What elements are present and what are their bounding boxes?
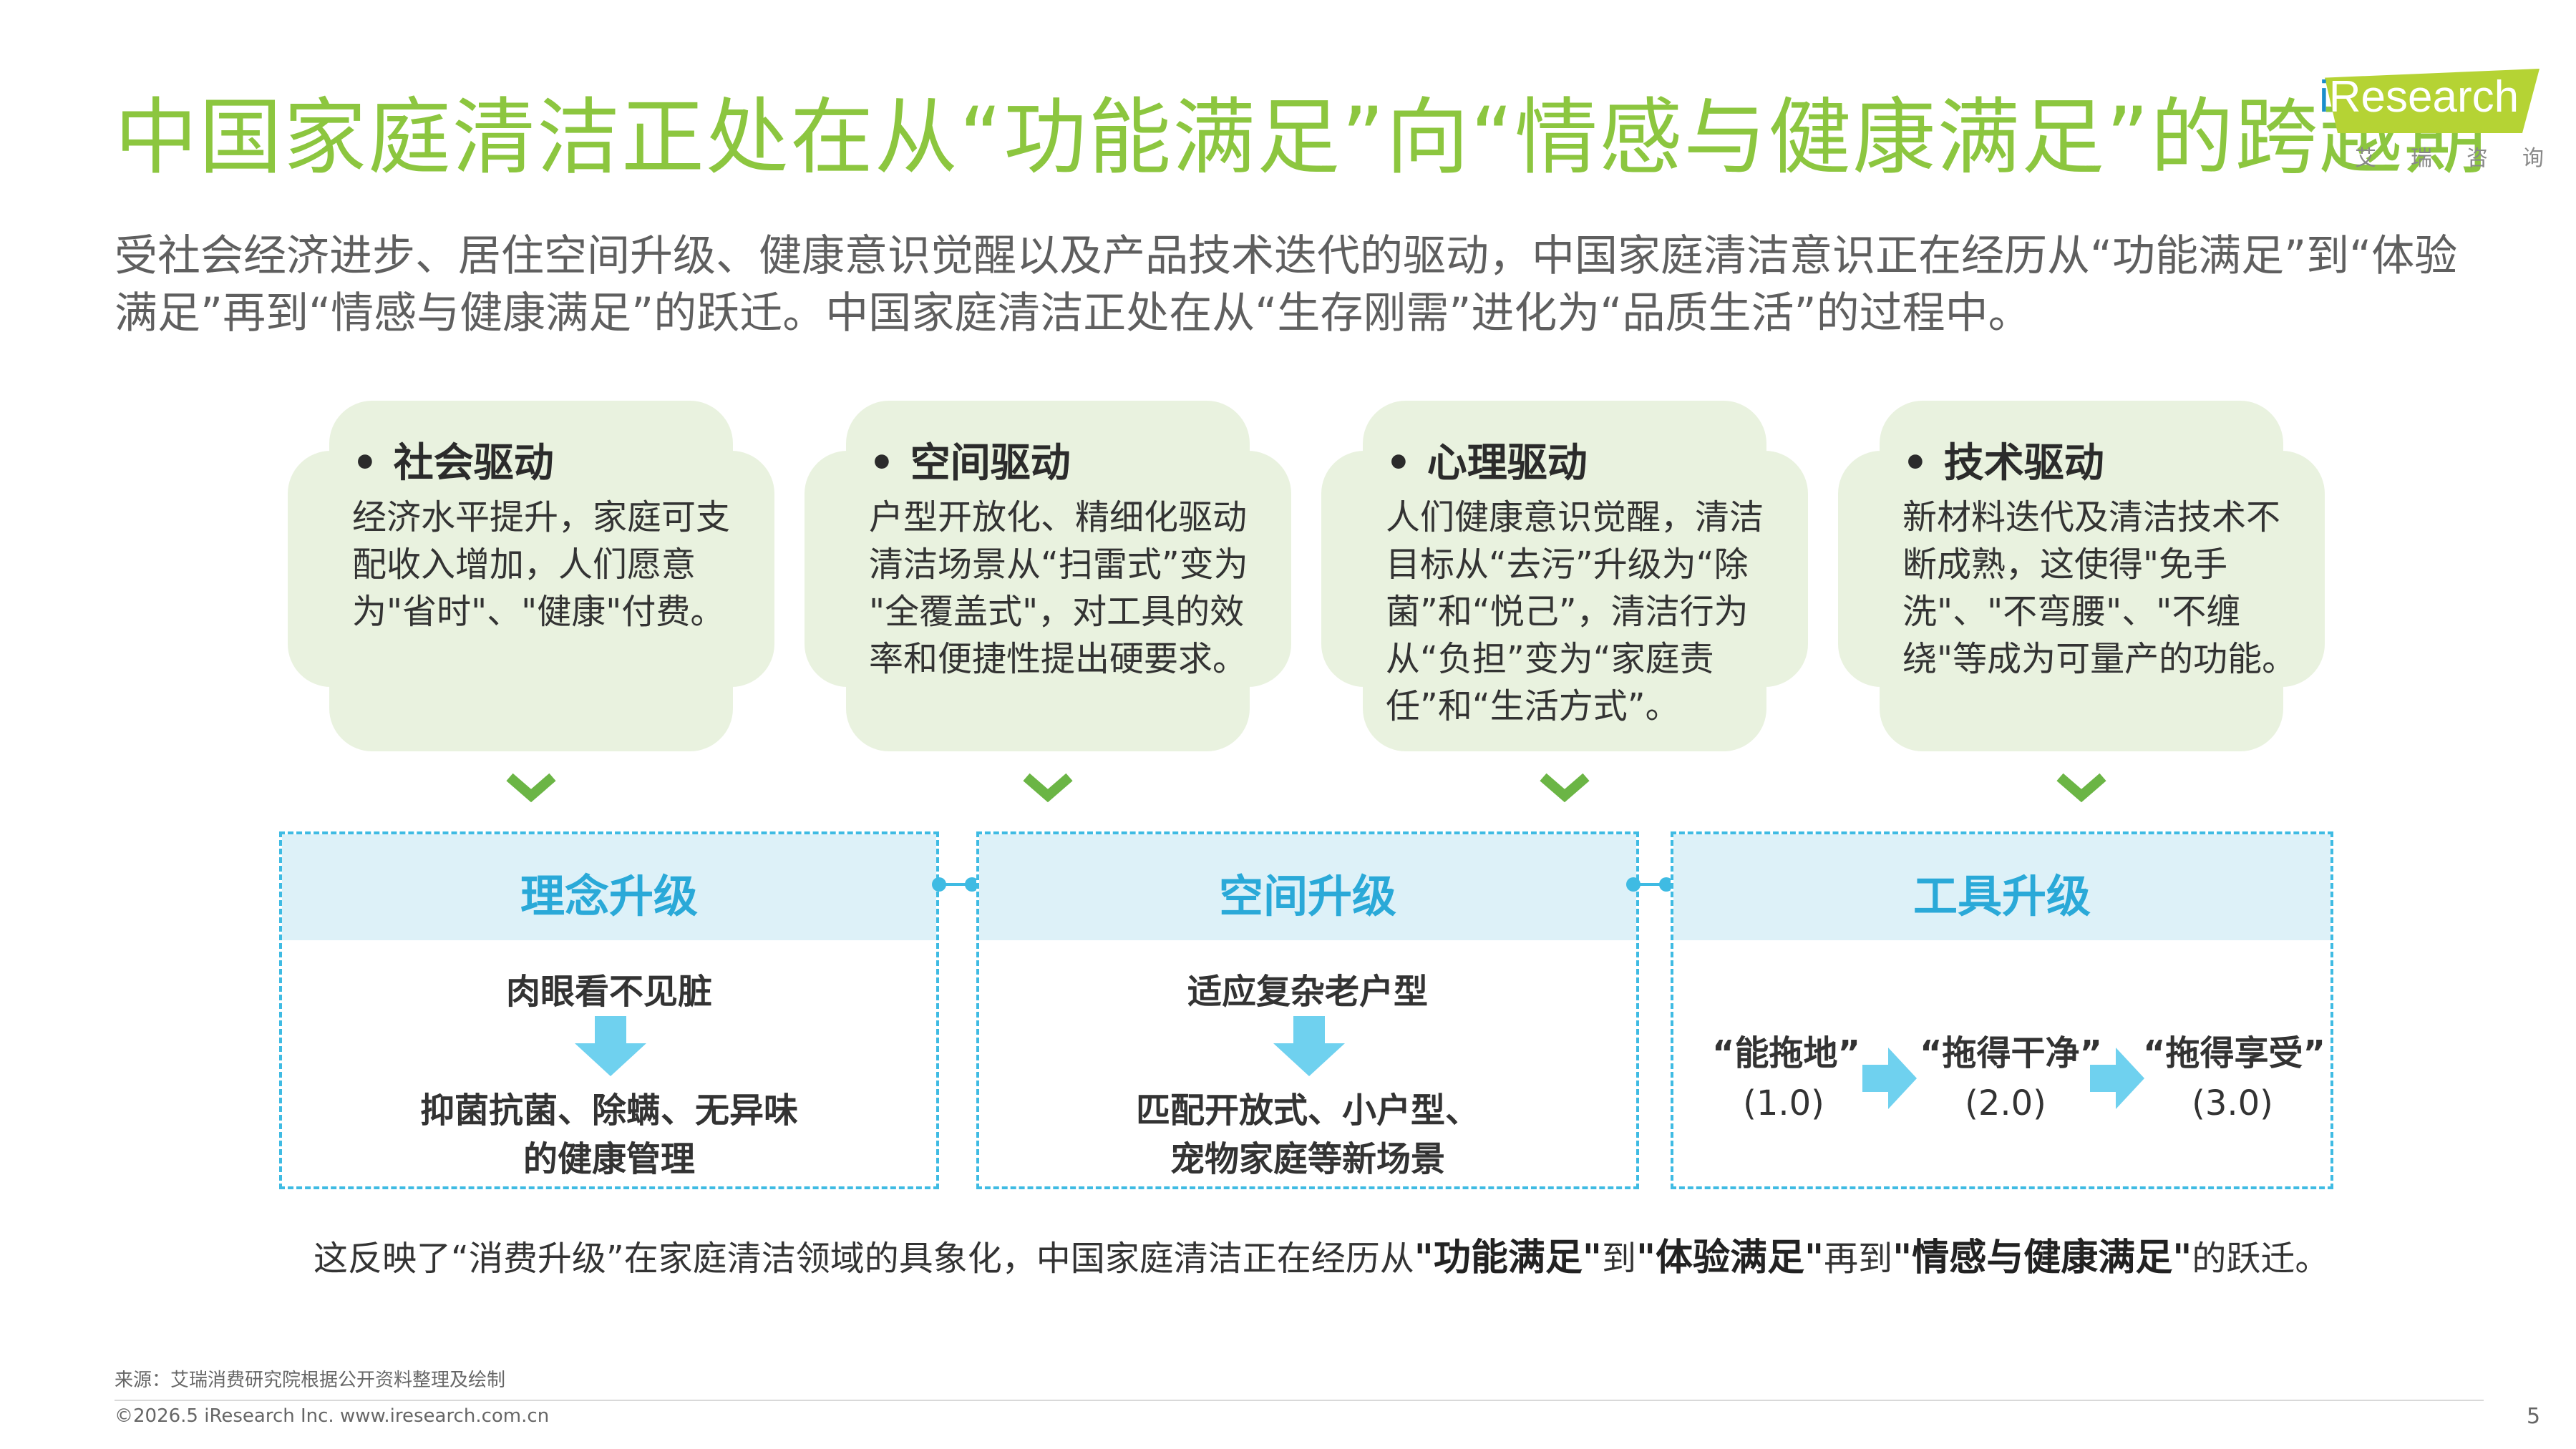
driver-card-technology: • 技术驱动 新材料迭代及清洁技术不断成熟，这使得"免手洗"、"不弯腰"、"不缠绕… <box>1838 401 2325 751</box>
logo-brand-i: i <box>2319 72 2329 122</box>
driver-title-text: 技术驱动 <box>1943 440 2104 487</box>
chevron-down-icon <box>1023 773 1073 803</box>
upgrade-from-text: 肉眼看不见脏 <box>505 972 712 1012</box>
conclusion-text: 这反映了“消费升级”在家庭清洁领域的具象化，中国家庭清洁正在经历从"功能满足"到… <box>314 1235 2461 1282</box>
driver-title-text: 社会驱动 <box>393 440 554 487</box>
footer-divider <box>115 1400 2484 1401</box>
conclusion-highlight: "功能满足" <box>1414 1236 1602 1279</box>
card-shape-bottom <box>1880 644 2283 751</box>
tool-step-label: “拖得干净” <box>1920 1033 2103 1073</box>
bullet-icon: • <box>1902 440 1928 487</box>
tool-step-1: “能拖地” (1.0) <box>1712 1025 1861 1123</box>
conclusion-highlight: "体验满足" <box>1635 1236 1824 1279</box>
upgrade-to-text-line2: 宠物家庭等新场景 <box>1170 1139 1445 1179</box>
tool-step-version: (1.0) <box>1743 1083 1824 1123</box>
driver-card-psychology: • 心理驱动 人们健康意识觉醒，清洁目标从“去污”升级为“除菌”和“悦己”，清洁行… <box>1321 401 1808 751</box>
arrow-down-icon <box>1273 1016 1345 1076</box>
page-title: 中国家庭清洁正处在从“功能满足”向“情感与健康满足”的跨越期 <box>115 89 2489 186</box>
chevron-down-icon <box>1540 773 1590 803</box>
chevron-down-icon <box>506 773 556 803</box>
driver-card-body: 新材料迭代及清洁技术不断成熟，这使得"免手洗"、"不弯腰"、"不缠绕"等成为可量… <box>1902 497 2297 679</box>
tool-step-3: “拖得享受” (3.0) <box>2143 1025 2326 1123</box>
page-number: 5 <box>2527 1404 2541 1429</box>
upgrade-to-text-line1: 匹配开放式、小户型、 <box>1135 1091 1479 1131</box>
tool-step-2: “拖得干净” (2.0) <box>1920 1025 2103 1123</box>
upgrade-box-header <box>1673 834 2330 940</box>
source-note: 来源：艾瑞消费研究院根据公开资料整理及绘制 <box>115 1370 506 1391</box>
tool-step-version: (3.0) <box>2192 1083 2273 1123</box>
arrow-right-icon <box>1862 1048 1917 1109</box>
upgrade-box-title: 理念升级 <box>520 870 698 922</box>
logo-brand: iResearch <box>2319 72 2519 122</box>
driver-card-title: • 心理驱动 <box>1386 431 1588 489</box>
tool-step-version: (2.0) <box>1965 1083 2046 1123</box>
page-subtitle: 受社会经济进步、居住空间升级、健康意识觉醒以及产品技术迭代的驱动，中国家庭清洁意… <box>115 231 2458 338</box>
conclusion-highlight: "情感与健康满足" <box>1892 1236 2192 1279</box>
bullet-icon: • <box>352 440 378 487</box>
driver-card-body: 户型开放化、精细化驱动清洁场景从“扫雷式”变为 "全覆盖式"，对工具的效率和便捷… <box>869 497 1248 679</box>
arrow-down-icon <box>575 1016 646 1076</box>
copyright-text: ©2026.5 iResearch Inc. www.iresearch.com… <box>115 1405 550 1427</box>
upgrade-to-text-line1: 抑菌抗菌、除螨、无异味 <box>419 1091 798 1131</box>
upgrade-box-header <box>282 834 936 940</box>
upgrade-box-space: 空间升级 适应复杂老户型 匹配开放式、小户型、 宠物家庭等新场景 <box>976 831 1639 1189</box>
driver-card-title: • 空间驱动 <box>869 431 1071 489</box>
chevron-down-icon <box>2056 773 2106 803</box>
upgrade-box-title: 工具升级 <box>1912 870 2091 922</box>
logo-flag-shape <box>2325 69 2539 133</box>
conclusion-part: 的跃迁。 <box>2192 1239 2330 1279</box>
driver-card-space: • 空间驱动 户型开放化、精细化驱动清洁场景从“扫雷式”变为 "全覆盖式"，对工具… <box>805 401 1291 751</box>
connector-dots-icon <box>1626 877 1673 892</box>
upgrade-from-text: 适应复杂老户型 <box>1187 972 1428 1012</box>
upgrade-to-text-line2: 的健康管理 <box>523 1139 695 1179</box>
tool-step-label: “拖得享受” <box>2143 1033 2326 1073</box>
driver-card-body: 人们健康意识觉醒，清洁目标从“去污”升级为“除菌”和“悦己”，清洁行为从“负担”… <box>1386 497 1764 726</box>
driver-card-title: • 社会驱动 <box>352 431 554 489</box>
conclusion-part: 到 <box>1601 1239 1636 1279</box>
conclusion-part: 这反映了“消费升级”在家庭清洁领域的具象化，中国家庭清洁正在经历从 <box>314 1239 1414 1279</box>
driver-card-body: 经济水平提升，家庭可支配收入增加，人们愿意为"省时"、"健康"付费。 <box>352 497 731 632</box>
upgrade-box-title: 空间升级 <box>1218 870 1396 922</box>
bullet-icon: • <box>869 440 895 487</box>
tool-step-label: “能拖地” <box>1712 1033 1861 1073</box>
driver-title-text: 心理驱动 <box>1426 440 1588 487</box>
logo-subtitle: 艾瑞咨询 <box>2355 146 2576 171</box>
driver-card-title: • 技术驱动 <box>1902 431 2104 489</box>
card-shape-bottom <box>329 644 733 751</box>
upgrade-box-concept: 理念升级 肉眼看不见脏 抑菌抗菌、除螨、无异味 的健康管理 <box>279 831 939 1189</box>
connector-dots-icon <box>932 877 979 892</box>
driver-title-text: 空间驱动 <box>910 440 1071 487</box>
logo-brand-rest: Research <box>2328 72 2519 122</box>
card-shape-bottom <box>846 644 1250 751</box>
upgrade-box-header <box>979 834 1636 940</box>
iresearch-logo: iResearch 艾瑞咨询 <box>2305 63 2548 177</box>
bullet-icon: • <box>1386 440 1411 487</box>
arrow-right-icon <box>2090 1048 2144 1109</box>
conclusion-part: 再到 <box>1824 1239 1893 1279</box>
driver-card-social: • 社会驱动 经济水平提升，家庭可支配收入增加，人们愿意为"省时"、"健康"付费。 <box>288 401 774 751</box>
card-shape-bottom <box>1363 644 1766 751</box>
upgrade-box-tool: 工具升级 <box>1671 831 2333 1189</box>
